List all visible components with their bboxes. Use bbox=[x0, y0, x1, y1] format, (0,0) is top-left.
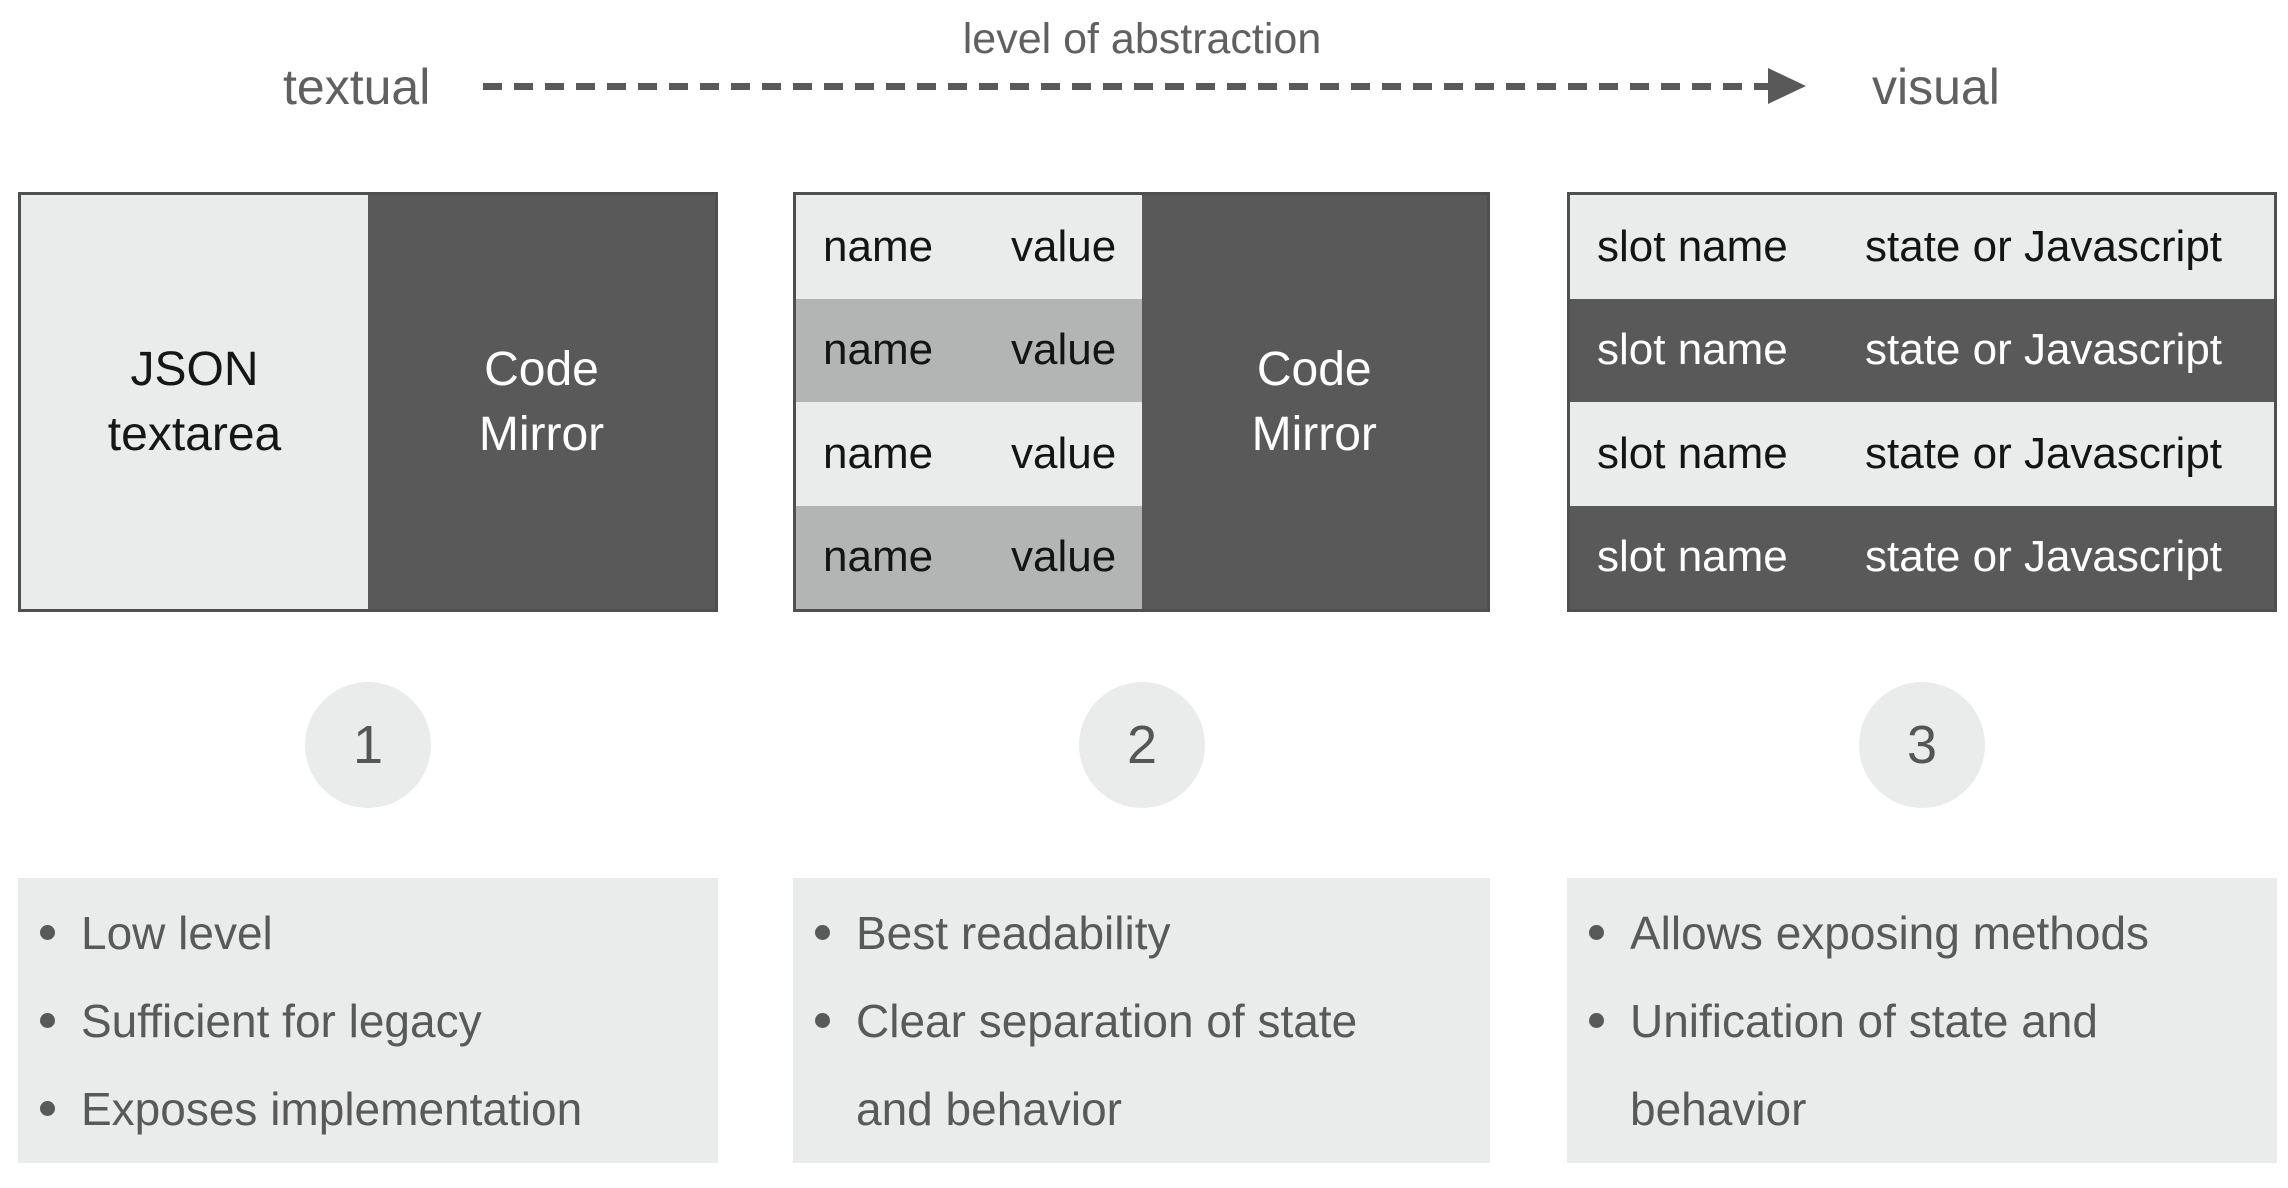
name-cell: name bbox=[823, 325, 934, 375]
json-textarea-region: JSON textarea bbox=[21, 195, 368, 609]
note-text: Exposes implementation bbox=[81, 1082, 583, 1135]
step-badge-3: 3 bbox=[1859, 682, 1985, 808]
slot-name-cell: slot name bbox=[1597, 428, 1788, 478]
arrow-head-icon bbox=[1768, 68, 1806, 104]
notes-panel-3: Allows exposing methods Unification of s… bbox=[1567, 878, 2277, 1163]
note-line: Sufficient for legacy bbox=[18, 977, 718, 1065]
note-text: Unification of state and bbox=[1630, 994, 2098, 1047]
slot-name-cell: slot name bbox=[1597, 221, 1788, 271]
axis-caption: level of abstraction bbox=[962, 15, 1322, 63]
name-value-row: name value bbox=[796, 298, 1142, 402]
value-cell: value bbox=[1011, 428, 1117, 478]
json-textarea-label-line1: JSON bbox=[130, 343, 259, 396]
note-line: Clear separation of state bbox=[793, 977, 1490, 1065]
slot-table: slot name state or Javascript slot name … bbox=[1570, 195, 2274, 609]
bullet-dot-icon bbox=[815, 1013, 830, 1028]
notes-panel-1: Low level Sufficient for legacy Exposes … bbox=[18, 878, 718, 1163]
note-text: Best readability bbox=[856, 906, 1171, 959]
name-cell: name bbox=[823, 532, 934, 582]
name-cell: name bbox=[823, 428, 934, 478]
note-text: Allows exposing methods bbox=[1630, 906, 2150, 959]
slot-name-cell: slot name bbox=[1597, 532, 1788, 582]
note-text: Clear separation of state bbox=[856, 994, 1358, 1047]
slot-row: slot name state or Javascript bbox=[1570, 402, 2274, 506]
bullet-dot-icon bbox=[1589, 925, 1604, 940]
panel-slot-table: slot name state or Javascript slot name … bbox=[1567, 192, 2277, 612]
bullet-dot-icon bbox=[40, 1101, 55, 1116]
value-cell: value bbox=[1011, 325, 1117, 375]
notes-panel-2: Best readability Clear separation of sta… bbox=[793, 878, 1490, 1163]
panel-name-value-table: name value name value name value name va… bbox=[793, 192, 1490, 612]
axis-right-label: visual bbox=[1872, 59, 2000, 115]
codemirror-label-line2: Mirror bbox=[1251, 408, 1377, 461]
slot-row: slot name state or Javascript bbox=[1570, 505, 2274, 609]
note-line: Best readability bbox=[793, 889, 1490, 977]
json-textarea-label-line2: textarea bbox=[107, 408, 282, 461]
axis-left-label: textual bbox=[283, 59, 431, 115]
note-line: Unification of state and bbox=[1567, 977, 2277, 1065]
bullet-dot-icon bbox=[1589, 1013, 1604, 1028]
note-line: behavior bbox=[1567, 1065, 2277, 1153]
codemirror-label-line1: Code bbox=[1256, 343, 1372, 396]
dashed-arrow-line bbox=[483, 83, 1768, 90]
value-cell: value bbox=[1011, 532, 1117, 582]
slot-name-cell: slot name bbox=[1597, 325, 1788, 375]
slot-value-cell: state or Javascript bbox=[1865, 532, 2223, 582]
note-line: Low level bbox=[18, 889, 718, 977]
bullet-dot-icon bbox=[815, 925, 830, 940]
name-value-row: name value bbox=[796, 195, 1142, 299]
note-text: Low level bbox=[81, 906, 273, 959]
name-value-row: name value bbox=[796, 505, 1142, 609]
bullet-dot-icon bbox=[40, 1013, 55, 1028]
bullet-dot-icon bbox=[40, 925, 55, 940]
note-line: Exposes implementation bbox=[18, 1065, 718, 1153]
step-badge-1: 1 bbox=[305, 682, 431, 808]
step-badge-2: 2 bbox=[1079, 682, 1205, 808]
note-text: and behavior bbox=[856, 1082, 1122, 1135]
note-line: and behavior bbox=[793, 1065, 1490, 1153]
slot-value-cell: state or Javascript bbox=[1865, 428, 2223, 478]
value-cell: value bbox=[1011, 221, 1117, 271]
name-value-table: name value name value name value name va… bbox=[796, 195, 1142, 609]
panel-json-textarea: JSON textarea Code Mirror bbox=[18, 192, 718, 612]
slot-row: slot name state or Javascript bbox=[1570, 195, 2274, 299]
codemirror-label-line2: Mirror bbox=[478, 408, 605, 461]
slot-row: slot name state or Javascript bbox=[1570, 298, 2274, 402]
note-text: behavior bbox=[1630, 1082, 1807, 1135]
codemirror-region-2: Code Mirror bbox=[1141, 195, 1487, 609]
name-value-row: name value bbox=[796, 402, 1142, 506]
note-line: Allows exposing methods bbox=[1567, 889, 2277, 977]
codemirror-label-line1: Code bbox=[484, 343, 599, 396]
slot-value-cell: state or Javascript bbox=[1865, 221, 2223, 271]
note-text: Sufficient for legacy bbox=[81, 994, 482, 1047]
codemirror-region-1: Code Mirror bbox=[368, 195, 715, 609]
name-cell: name bbox=[823, 221, 934, 271]
slot-value-cell: state or Javascript bbox=[1865, 325, 2223, 375]
